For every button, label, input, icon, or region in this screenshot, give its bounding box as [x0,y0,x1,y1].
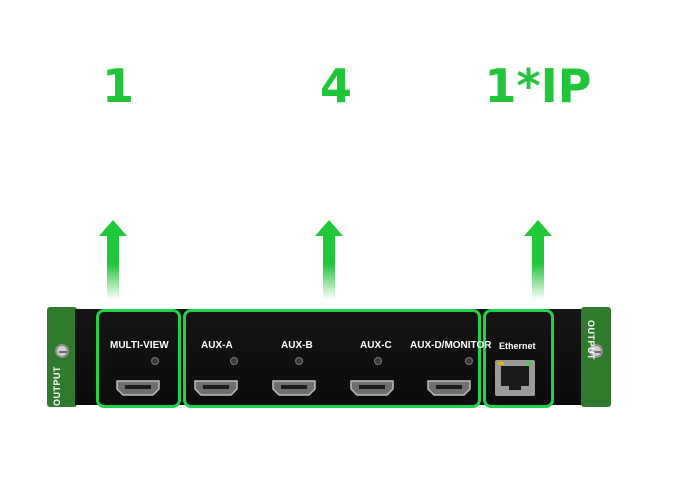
aux-b-indicator-led [295,357,303,365]
aux-a-hdmi-port-icon [194,380,238,396]
aux-c-port-label: AUX-C [360,340,392,351]
aux-a-port-label: AUX-A [201,340,233,351]
screw-icon [55,344,69,358]
left-mounting-plate: OUTPUT [47,307,77,407]
multiview-up-arrow-icon [99,220,127,300]
aux-group-highlight [183,309,481,408]
aux-c-indicator-led [374,357,382,365]
multiview-group-highlight [96,309,181,408]
aux-up-arrow-icon [315,220,343,300]
ethernet-group-highlight [483,309,554,408]
aux-a-indicator-led [230,357,238,365]
multiview-indicator-led [151,357,159,365]
ethernet-rj45-port-icon [495,360,535,396]
ethernet-port-label: Ethernet [499,341,536,351]
ip-up-arrow-icon [524,220,552,300]
multiview-port-label: MULTI-VIEW [110,340,169,351]
aux-d-monitor-port-label: AUX-D/MONITOR [410,340,492,351]
left-output-label: OUTPUT [52,366,62,406]
aux-b-port-label: AUX-B [281,340,313,351]
multiview-count: 1 [101,59,134,113]
aux-d-hdmi-port-icon [427,380,471,396]
aux-count: 4 [319,59,352,113]
right-output-label: OUTPUT [586,320,596,360]
ip-count: 1*IP [484,59,592,113]
aux-c-hdmi-port-icon [350,380,394,396]
aux-d-indicator-led [465,357,473,365]
multiview-hdmi-port-icon [116,380,160,396]
screw-icon [589,344,603,358]
aux-b-hdmi-port-icon [272,380,316,396]
right-mounting-plate: OUTPUT [581,307,611,407]
